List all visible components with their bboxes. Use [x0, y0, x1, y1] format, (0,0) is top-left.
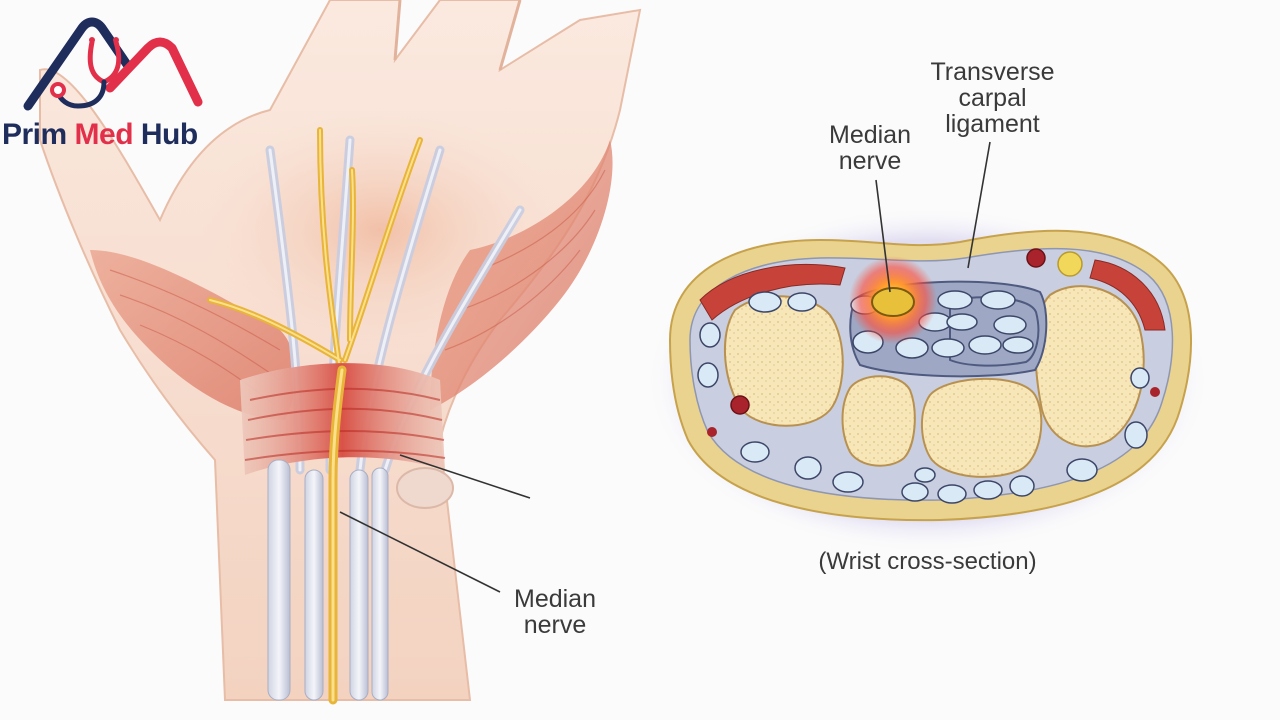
- label-hand-median-nerve-line1: Median: [514, 585, 596, 613]
- label-section-median-nerve-line2: nerve: [838, 147, 902, 175]
- thenar-muscle: [90, 250, 296, 420]
- section-muscle-left: [699, 264, 846, 321]
- logo-wordmark: Prim Med Hub: [2, 118, 198, 152]
- carpal-bone-4: [1034, 285, 1145, 448]
- leader-line-hand-median-nerve: [339, 511, 501, 593]
- stethoscope-mountain-icon: [23, 17, 203, 111]
- carpal-bone-3: [920, 377, 1043, 478]
- logo-word-hub: Hub: [140, 118, 198, 151]
- label-section-median-nerve-line1: Median: [829, 121, 911, 149]
- label-hand-median-nerve-line2: nerve: [523, 611, 587, 639]
- label-hand-median-nerve: Median nerve: [500, 586, 610, 638]
- leader-line-ligament: [399, 454, 531, 499]
- forearm-tendons: [267, 459, 389, 701]
- leader-line-section-ligament: [967, 141, 991, 269]
- cross-section-caption: (Wrist cross-section): [818, 548, 1037, 575]
- leader-line-section-median-nerve: [875, 179, 891, 293]
- section-median-nerve: [871, 287, 915, 317]
- label-section-median-nerve: Median nerve: [815, 122, 925, 174]
- label-ligament-line3: ligament: [945, 110, 1040, 138]
- logo-word-prim: Prim: [2, 118, 67, 151]
- hypothenar-muscle: [430, 140, 613, 410]
- label-ligament-line2: carpal: [958, 84, 1027, 112]
- label-ligament-line1: Transverse: [930, 58, 1055, 86]
- carpal-bone-2: [841, 375, 916, 467]
- wrist-cross-section: [643, 205, 1213, 555]
- logo-word-med: Med: [74, 118, 134, 151]
- label-transverse-carpal-ligament: Transverse carpal ligament: [920, 59, 1065, 137]
- section-muscle-right: [1089, 259, 1166, 331]
